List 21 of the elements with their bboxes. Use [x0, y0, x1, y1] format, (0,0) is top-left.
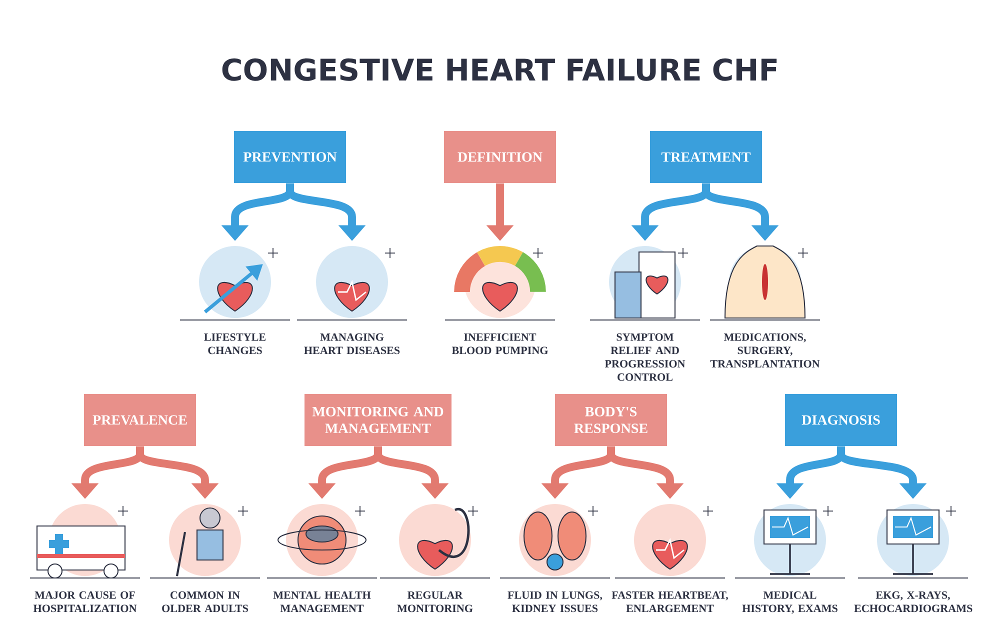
caption-text: MANAGING HEART DISEASES: [304, 333, 400, 354]
category-box: TREATMENT: [650, 131, 762, 183]
caption-text: EKG, X-RAYS, ECHOCARDIOGRAMS: [854, 591, 972, 612]
category-box: PREVALENCE: [84, 394, 196, 446]
caption-text: FASTER HEARTBEAT, ENLARGEMENT: [612, 591, 728, 612]
category-box: MONITORING AND MANAGEMENT: [304, 394, 452, 446]
caption-text: FLUID IN LUNGS, KIDNEY ISSUES: [508, 591, 602, 612]
title: CONGESTIVE HEART FAILURE CHF: [222, 58, 777, 81]
caption-text: REGULAR MONITORING: [397, 591, 473, 612]
category-box: BODY'S RESPONSE: [555, 394, 667, 446]
caption-text: MAJOR CAUSE OF HOSPITALIZATION: [33, 591, 137, 612]
category-box: PREVENTION: [234, 131, 346, 183]
caption-text: MEDICAL HISTORY, EXAMS: [742, 591, 838, 614]
category-box: DEFINITION: [444, 131, 556, 183]
caption-text: INEFFICIENT BLOOD PUMPING: [452, 333, 548, 354]
caption-text: MEDICATIONS, SURGERY, TRANSPLANTATION: [710, 333, 820, 368]
caption-text: MENTAL HEALTH MANAGEMENT: [273, 591, 371, 612]
caption-text: SYMPTOM RELIEF AND PROGRESSION CONTROL: [604, 333, 686, 381]
caption-text: COMMON IN OLDER ADULTS: [162, 591, 248, 612]
caption-text: LIFESTYLE CHANGES: [204, 333, 266, 354]
category-box: DIAGNOSIS: [785, 394, 898, 446]
